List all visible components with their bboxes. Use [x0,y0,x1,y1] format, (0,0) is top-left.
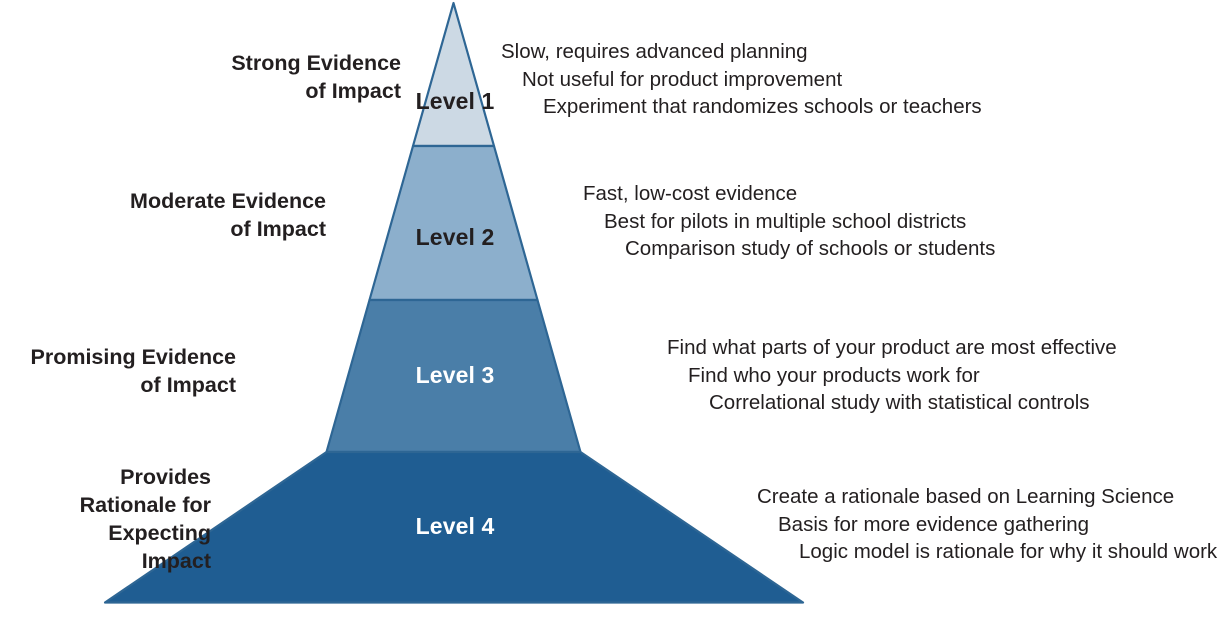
right-line: Fast, low-cost evidence [583,182,798,205]
right-line: Find who your products work for [688,363,980,387]
right-lines-level-4: Create a rationale based on Learning Sci… [757,483,1217,566]
right-line: Find what parts of your product are most… [667,336,1117,359]
pyramid-band-level-2[interactable] [368,144,539,302]
right-line: Best for pilots in multiple school distr… [604,209,967,233]
left-label-level-4: Provides Rationale for Expecting Impact [79,465,211,573]
right-lines-level-2: Fast, low-cost evidence Best for pilots … [583,180,995,263]
right-line: Experiment that randomizes schools or te… [543,95,982,119]
right-lines-level-3: Find what parts of your product are most… [667,334,1117,417]
level-tag-level-4: Level 4 [415,513,495,539]
right-line: Logic model is rationale for why it shou… [799,540,1218,564]
right-lines-level-1: Slow, requires advanced planning Not use… [501,38,982,121]
pyramid-band-level-4[interactable] [103,450,805,604]
right-line: Correlational study with statistical con… [709,391,1090,415]
level-tag-level-1: Level 1 [415,88,495,114]
left-label-level-1: Strong Evidence of Impact [231,51,401,103]
left-label-level-2: Moderate Evidence of Impact [130,189,326,241]
right-line: Create a rationale based on Learning Sci… [757,485,1175,508]
left-label-level-3: Promising Evidence of Impact [30,345,236,397]
right-line: Slow, requires advanced planning [501,40,808,63]
right-line: Comparison study of schools or students [625,237,996,261]
pyramid-band-level-1[interactable] [411,1,496,148]
right-line: Basis for more evidence gathering [778,512,1090,536]
level-tag-level-3: Level 3 [415,362,495,388]
level-tag-level-2: Level 2 [415,224,495,250]
right-line: Not useful for product improvement [522,67,843,91]
